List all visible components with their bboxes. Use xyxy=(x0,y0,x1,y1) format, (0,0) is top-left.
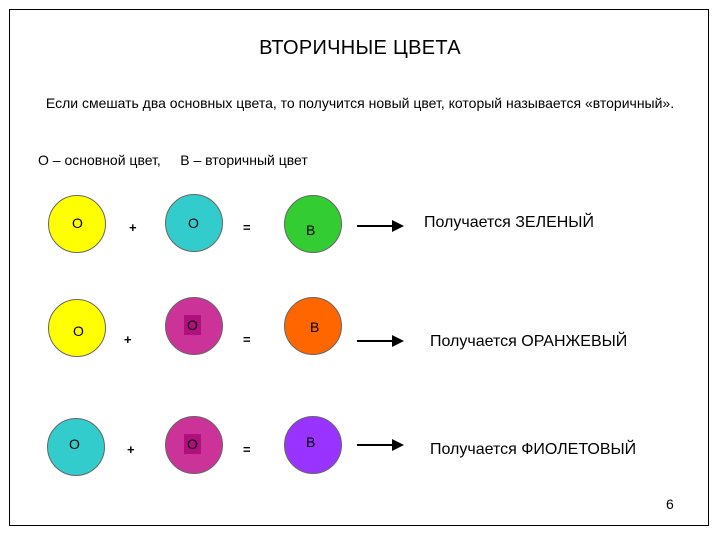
primary-color-circle-2: О xyxy=(165,297,223,355)
primary-color-circle-1: О xyxy=(48,299,106,357)
secondary-label: В xyxy=(306,222,316,238)
arrow-right-icon xyxy=(357,335,404,347)
primary-label: О xyxy=(69,436,80,452)
result-text: Получается ОРАНЖЕВЫЙ xyxy=(430,333,628,350)
legend-text: О – основной цвет, В – вторичный цвет xyxy=(38,152,308,168)
equals-sign: = xyxy=(243,332,251,347)
primary-label: О xyxy=(184,315,201,335)
arrow-right-icon xyxy=(357,439,404,451)
result-text: Получается ФИОЛЕТОВЫЙ xyxy=(430,441,637,458)
primary-label: О xyxy=(73,323,84,339)
primary-color-circle-2: О xyxy=(165,416,223,474)
primary-label: О xyxy=(188,215,199,231)
primary-color-circle-1: О xyxy=(47,418,105,476)
primary-color-circle-1: О xyxy=(48,195,106,253)
primary-label: О xyxy=(72,215,83,231)
secondary-color-circle: В xyxy=(284,297,342,355)
secondary-color-circle: В xyxy=(284,195,342,253)
page-number: 6 xyxy=(666,496,674,512)
primary-color-circle-2: О xyxy=(165,194,223,252)
slide-frame xyxy=(9,9,709,526)
primary-label: О xyxy=(184,434,201,454)
plus-sign: + xyxy=(127,442,135,457)
intro-text: Если смешать два основных цвета, то полу… xyxy=(45,95,675,111)
secondary-label: В xyxy=(310,319,320,335)
result-text: Получается ЗЕЛЕНЫЙ xyxy=(424,214,594,231)
slide-title: ВТОРИЧНЫЕ ЦВЕТА xyxy=(259,37,461,59)
equals-sign: = xyxy=(243,220,251,235)
secondary-color-circle: В xyxy=(284,416,342,474)
plus-sign: + xyxy=(129,220,137,235)
secondary-label: В xyxy=(306,434,316,450)
equals-sign: = xyxy=(243,442,251,457)
arrow-right-icon xyxy=(357,220,404,232)
plus-sign: + xyxy=(124,332,132,347)
